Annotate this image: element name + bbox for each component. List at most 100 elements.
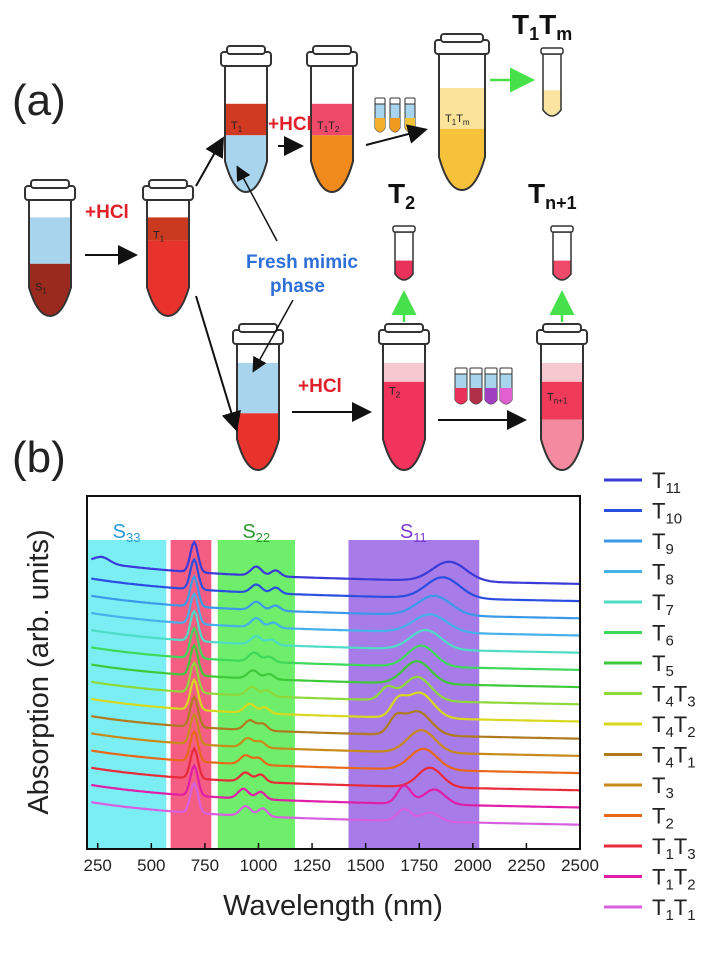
legend-label-t6: T6 — [652, 621, 674, 650]
legend-label-t8: T8 — [652, 560, 674, 589]
series-line-t10 — [91, 557, 580, 603]
region-label-s33: S33 — [113, 521, 141, 545]
x-tick-label: 500 — [137, 856, 165, 875]
x-tick-label: 1000 — [240, 856, 278, 875]
x-tick-label: 750 — [191, 856, 219, 875]
legend-label-t7: T7 — [652, 590, 674, 619]
tube-tn1-label: Tn+1 — [547, 392, 568, 406]
hcl-label-2: +HCl — [268, 114, 312, 135]
x-tick-label: 2500 — [561, 856, 599, 875]
panel-b-label: (b) — [12, 433, 66, 482]
arrow-t1t2-t1tm — [365, 124, 428, 146]
tube-t2-label: T2 — [389, 385, 401, 399]
legend-label-t10: T10 — [652, 499, 682, 528]
tube-s1-label: S1 — [35, 281, 47, 295]
product-tube-t2 — [392, 225, 416, 281]
plot-frame — [86, 495, 581, 850]
mini-tube-cap — [389, 97, 401, 105]
chart-legend: T11T10T9T8T7T6T5T4T3T4T2T4T1T3T2T1T3T1T2… — [604, 468, 696, 924]
x-tick-label: 2000 — [454, 856, 492, 875]
tube-t1tm-label: T1Tm — [445, 113, 470, 127]
series-line-t1t1 — [91, 780, 580, 826]
pointer-fresh-up — [236, 165, 278, 242]
region-label-s11: S11 — [400, 521, 427, 545]
tube-fresh-lower — [232, 323, 284, 472]
mini-tube-cap — [374, 97, 386, 105]
series-line-t6 — [91, 626, 580, 671]
series-line-t4t3 — [91, 660, 580, 706]
series-line-t2 — [91, 729, 580, 775]
x-tick-label: 1750 — [400, 856, 438, 875]
x-axis-title: Wavelength (nm) — [223, 890, 443, 922]
series-line-t8 — [91, 591, 580, 637]
mini-tube-fill — [390, 118, 400, 132]
series-line-t5 — [91, 643, 580, 689]
product-label-t1tm: T1Tm — [512, 9, 572, 44]
series-line-t7 — [91, 608, 580, 654]
mini-tube-cap — [499, 367, 513, 375]
panel-a-label: (a) — [12, 76, 66, 125]
mini-tube-cap — [454, 367, 468, 375]
tube-s1: S1 — [24, 179, 76, 318]
series-line-t9 — [91, 574, 580, 620]
legend-label-t1t3: T1T3 — [652, 834, 696, 863]
tube-t1tm: T1Tm — [434, 33, 490, 192]
region-band-s33 — [87, 540, 167, 849]
tube-t1-upper: T1 — [220, 45, 272, 194]
x-tick-label: 2250 — [507, 856, 545, 875]
mini-tube-cap — [469, 367, 483, 375]
pointer-fresh-down — [252, 299, 294, 373]
product-tube-t1tm — [540, 47, 564, 117]
series-line-t3 — [91, 712, 580, 757]
tube-tn1: Tn+1 — [536, 323, 588, 472]
tube-t1t2-label: T1T2 — [317, 120, 340, 134]
mini-tube-fill — [500, 388, 512, 404]
mini-tube-fill — [405, 118, 415, 132]
x-tick-label: 250 — [84, 856, 112, 875]
mini-tube-row-lower — [454, 367, 513, 405]
mini-tube-cap — [404, 97, 416, 105]
y-axis-title: Absorption (arb. units) — [23, 529, 55, 814]
mini-tube-fill — [485, 388, 497, 404]
tube-t1-upper-label: T1 — [231, 120, 243, 134]
arrow-split-down — [195, 295, 241, 432]
hcl-label-1: +HCl — [85, 202, 129, 223]
region-band-center — [170, 540, 212, 849]
tube-t1t2: T1T2 — [306, 45, 358, 194]
series-line-t1t2 — [91, 763, 580, 809]
legend-label-t2: T2 — [652, 804, 674, 833]
arrows — [85, 67, 575, 432]
arrow-split-up — [195, 136, 224, 187]
legend-label-t4t3: T4T3 — [652, 682, 696, 711]
mini-tube-row-upper — [374, 97, 416, 133]
legend-label-t4t2: T4T2 — [652, 712, 696, 741]
hcl-label-3: +HCl — [298, 376, 342, 397]
mini-tube-fill — [455, 388, 467, 404]
tube-t1-center-label: T1 — [153, 229, 165, 243]
legend-label-t3: T3 — [652, 773, 674, 802]
mini-tube-fill — [375, 118, 385, 132]
legend-label-t1t2: T1T2 — [652, 865, 696, 894]
tube-t1-center: T1 — [142, 179, 194, 318]
series-line-t1t3 — [91, 746, 580, 792]
x-tick-label: 1500 — [347, 856, 385, 875]
series-line-t4t1 — [91, 694, 580, 740]
legend-label-t1t1: T1T1 — [652, 895, 696, 924]
product-label-t2: T2 — [388, 178, 415, 213]
fresh-phase-label-2: phase — [270, 276, 325, 297]
region-label-s22: S22 — [242, 521, 270, 545]
mini-tube-fill — [470, 388, 482, 404]
product-label-tn1: Tn+1 — [528, 178, 577, 213]
legend-label-t4t1: T4T1 — [652, 743, 696, 772]
tube-t2: T2 — [378, 323, 430, 472]
fresh-phase-label: Fresh mimic — [246, 252, 358, 273]
legend-label-t9: T9 — [652, 529, 674, 558]
product-tube-tn1 — [550, 225, 574, 281]
legend-label-t11: T11 — [652, 468, 681, 497]
mini-tube-cap — [484, 367, 498, 375]
x-tick-label: 1250 — [293, 856, 331, 875]
series-line-t4t2 — [91, 677, 580, 723]
absorption-chart: 250 500 750 1000 1250 1500 1750 2000 2250 2500 S3… — [23, 495, 599, 922]
